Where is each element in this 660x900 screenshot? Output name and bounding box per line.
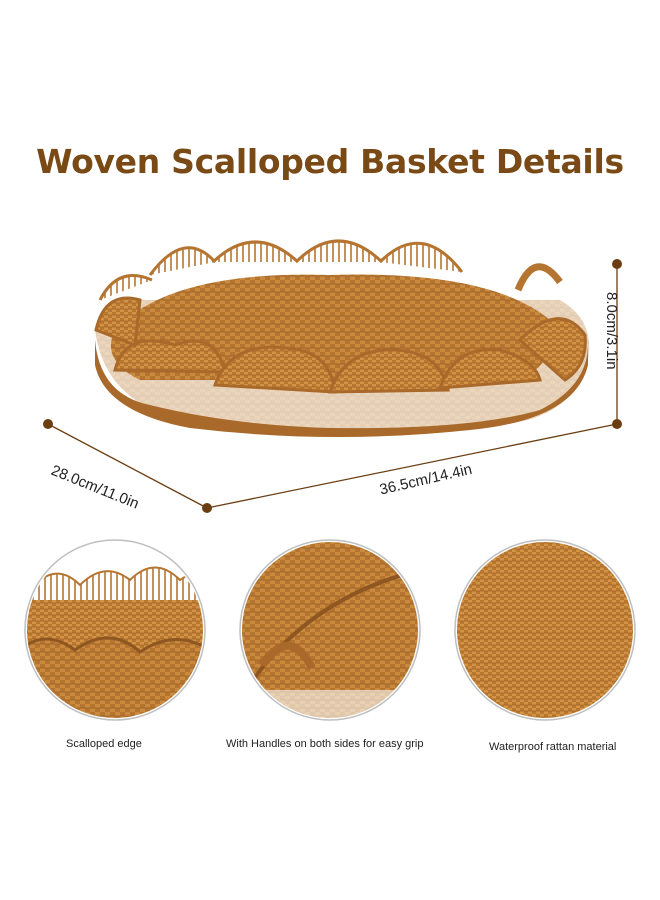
dimension-lines (43, 259, 622, 513)
dimension-marker (43, 419, 53, 429)
dimension-marker (202, 503, 212, 513)
dimension-marker (612, 419, 622, 429)
handle-closeup-icon (239, 539, 421, 721)
feature-caption-material: Waterproof rattan material (489, 741, 617, 753)
height-dimension-label: 8.0cm/3.1in (603, 292, 620, 370)
feature-caption-scalloped-edge: Scalloped edge (66, 738, 142, 750)
dimension-marker (612, 259, 622, 269)
rattan-weave-closeup-icon (454, 539, 636, 721)
page-title: Woven Scalloped Basket Details (36, 142, 624, 181)
basket-image (94, 239, 590, 438)
feature-caption-handles: With Handles on both sides for easy grip (226, 738, 424, 750)
scalloped-edge-closeup-icon (24, 539, 206, 721)
